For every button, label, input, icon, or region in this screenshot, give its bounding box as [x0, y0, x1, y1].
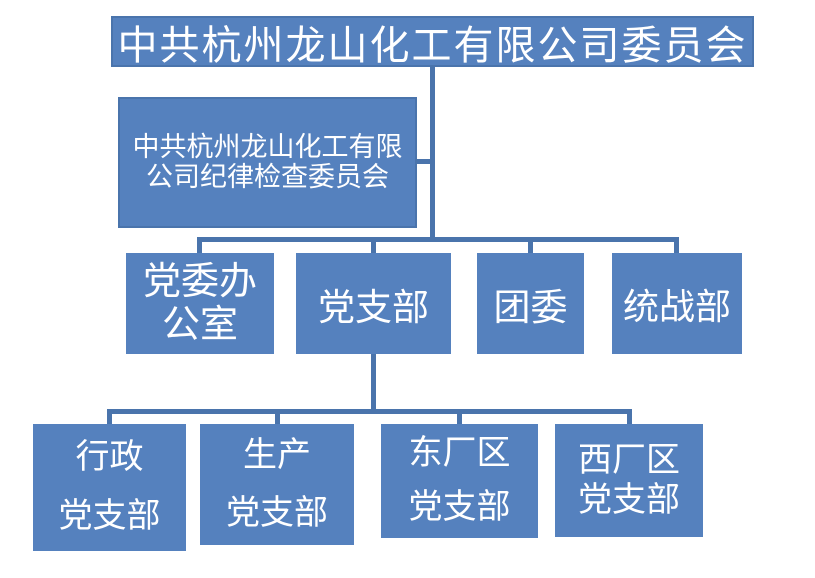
- org-node-label-line2: 公司纪律检查委员会: [146, 161, 389, 192]
- org-node-label-line1: 西厂区: [578, 442, 680, 480]
- org-node-label-line2: 党支部: [58, 497, 161, 535]
- org-node-west-plant-party-branch: 西厂区 党支部: [555, 424, 703, 537]
- org-node-label-line2: 党支部: [408, 489, 511, 526]
- org-node-label-line1: 行政: [75, 439, 144, 477]
- org-node-label-line2: 党支部: [578, 481, 680, 519]
- org-node-east-plant-party-branch: 东厂区 党支部: [381, 424, 538, 538]
- org-node-label: 统战部: [622, 286, 731, 327]
- org-node-party-branch: 党支部: [296, 253, 451, 354]
- connector-level2-stub-4: [674, 240, 679, 254]
- org-node-party-committee: 中共杭州龙山化工有限公司委员会: [111, 16, 754, 68]
- connector-level2-bar: [197, 237, 679, 242]
- org-node-admin-party-branch: 行政 党支部: [33, 424, 186, 551]
- org-node-label: 党支部: [318, 287, 429, 329]
- org-node-party-office: 党委办 公室: [126, 253, 274, 354]
- org-node-label-line2: 党支部: [226, 494, 328, 532]
- org-node-united-front: 统战部: [612, 253, 742, 354]
- connector-level3-bar: [107, 409, 632, 414]
- connector-level2-stub-1: [197, 240, 202, 254]
- org-node-label-line2: 公室: [161, 303, 238, 346]
- org-node-label-line1: 党委办: [142, 260, 257, 303]
- org-node-label-line1: 东厂区: [408, 434, 511, 472]
- connector-level2-stub-2: [371, 240, 376, 254]
- org-node-label: 团委: [493, 287, 568, 329]
- connector-level3-stub-4: [627, 412, 632, 425]
- connector-discipline-stub: [417, 159, 430, 164]
- org-node-label-line1: 中共杭州龙山化工有限: [132, 131, 403, 162]
- connector-root-vertical: [430, 67, 435, 239]
- org-node-discipline-committee: 中共杭州龙山化工有限 公司纪律检查委员会: [118, 97, 417, 228]
- connector-level2-stub-3: [528, 240, 533, 254]
- connector-level3-stub-2: [275, 412, 280, 425]
- org-node-production-party-branch: 生产 党支部: [200, 424, 354, 545]
- connector-level3-stub-3: [457, 412, 462, 425]
- org-node-youth-league: 团委: [477, 253, 584, 354]
- org-node-label-line1: 生产: [243, 436, 311, 474]
- org-node-label: 中共杭州龙山化工有限公司委员会: [117, 22, 748, 68]
- connector-level3-stub-1: [107, 412, 112, 425]
- connector-party-branch-vertical: [371, 354, 376, 411]
